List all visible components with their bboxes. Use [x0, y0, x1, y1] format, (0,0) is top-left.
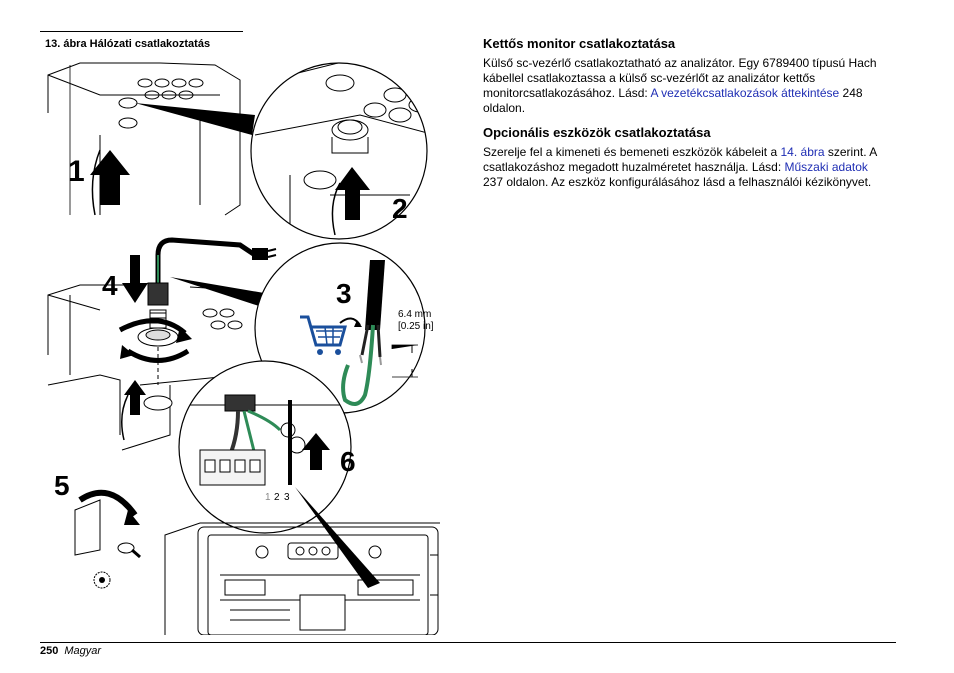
- optional-devices-text-b: szerint. A csatlakozáshoz megadott huzal…: [483, 145, 877, 174]
- figure-caption-rule: [40, 31, 243, 32]
- step-5-number: 5: [54, 470, 70, 501]
- step-2-zoom-circle: 2: [250, 62, 428, 240]
- step-4-number: 4: [102, 270, 118, 301]
- step-6-number: 6: [340, 446, 356, 477]
- page-number: 250: [40, 645, 59, 657]
- optional-devices-text-c: 237 oldalon. Az eszköz konfigurálásához …: [483, 175, 872, 189]
- zoom-beam-1: [135, 103, 255, 135]
- controller-enclosure: [164, 522, 440, 636]
- specifications-link[interactable]: Műszaki adatok: [784, 160, 868, 174]
- terminal-number-1: 1: [265, 492, 271, 503]
- section-paragraph-optional-devices: Szerelje fel a kimeneti és bemeneti eszk…: [483, 145, 883, 190]
- step-2-number: 2: [392, 193, 408, 224]
- step-1-arrow: [90, 149, 130, 216]
- network-connection-figure: 1 2: [40, 55, 445, 636]
- footer-language: Magyar: [64, 645, 102, 657]
- dual-monitor-text-a: Külső sc-vezérlő csatlakoztatható az ana…: [483, 56, 877, 100]
- figure-caption: 13. ábra Hálózati csatlakoztatás: [45, 38, 211, 50]
- dimension-mm: 6.4 mm: [398, 309, 431, 320]
- nut-inset: [121, 380, 173, 451]
- footer-rule: [40, 642, 896, 643]
- step-4-arrows: [118, 255, 192, 363]
- terminal-number-2: 2: [274, 492, 280, 503]
- step-3-number: 3: [336, 278, 352, 309]
- figure-14-link[interactable]: 14. ábra: [780, 145, 825, 159]
- analyzer-top-drawing: [47, 62, 241, 216]
- analyzer-middle-drawing: [47, 284, 261, 435]
- right-column-text: Kettős monitor csatlakoztatása Külső sc-…: [483, 36, 883, 199]
- step-1-number: 1: [68, 155, 85, 188]
- recycle-cart-icon: [300, 315, 362, 355]
- section-paragraph-dual-monitor: Külső sc-vezérlő csatlakoztatható az ana…: [483, 56, 883, 116]
- terminal-number-3: 3: [284, 492, 290, 503]
- power-cord: [155, 237, 277, 285]
- section-heading-dual-monitor: Kettős monitor csatlakoztatása: [483, 36, 676, 51]
- gland-assembly: [137, 282, 179, 385]
- zoom-beam-6: [295, 487, 380, 588]
- page-footer: 250 Magyar: [40, 645, 101, 657]
- dimension-in: [0.25 in]: [398, 321, 434, 332]
- section-heading-optional-devices: Opcionális eszközök csatlakoztatása: [483, 125, 711, 140]
- step-6-zoom-circle: 6 1 2 3: [178, 360, 356, 534]
- step-5-cover: [74, 489, 141, 589]
- optional-devices-text-a: Szerelje fel a kimeneti és bemeneti eszk…: [483, 145, 781, 159]
- dual-monitor-text-b: 248 oldalon.: [483, 86, 863, 115]
- wiring-overview-link[interactable]: A vezetékcsatlakozások áttekintése: [650, 86, 840, 100]
